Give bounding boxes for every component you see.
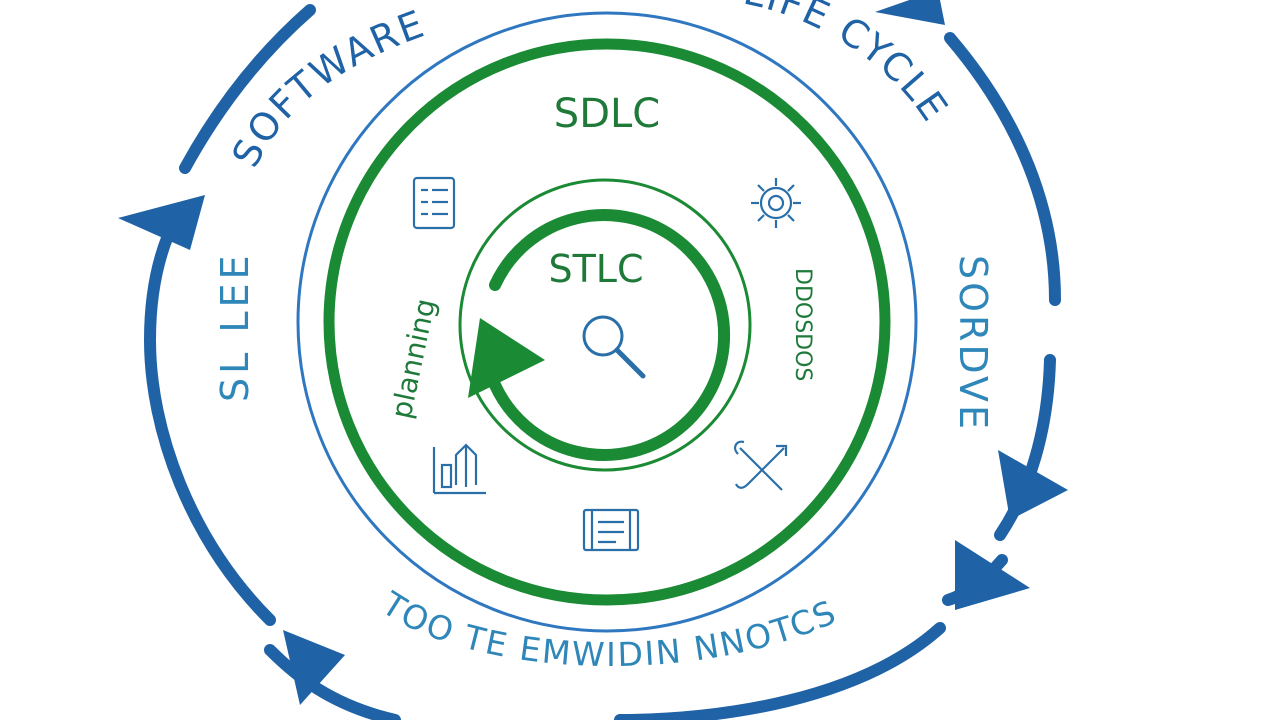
outer-arc-bottom-left [264,644,401,720]
stlc-title: STLC [548,247,643,291]
outer-arc-top-right [944,32,1061,306]
right-phase-label: DDOSDOS [790,268,815,381]
chart-up-icon [432,443,486,495]
magnifier-icon [582,315,646,379]
tools-icon [734,440,788,491]
outer-left-label: SL LEE [213,251,257,402]
outer-arc-left [143,214,276,626]
outer-arc-bottom [614,622,946,720]
thin-blue-ring [296,11,918,633]
arrowhead-left [118,195,205,250]
left-phase-label: planning [385,296,443,422]
stlc-cycle [489,209,731,461]
outer-cycle [143,4,1061,720]
document-icon [582,508,640,552]
arrowhead-right-bottom [955,540,1030,610]
sdlc-title: SDLC [554,91,660,137]
arrowhead-bottom-left [283,630,345,705]
outer-ring-title-left: SOFTWARE [223,1,431,173]
arrowhead-right [998,450,1068,520]
stlc-arc [489,209,731,461]
arrowhead-top-right [875,0,945,25]
outer-right-label: SORDVE [951,255,995,432]
outer-cycle-arrowheads [118,0,1068,705]
checklist-icon [412,176,456,230]
stlc-outer-ring [458,178,752,472]
gear-icon [751,178,801,228]
stlc-arrowhead [468,318,545,398]
outer-arc-top-left [179,4,316,174]
sdlc-ring [323,38,891,606]
